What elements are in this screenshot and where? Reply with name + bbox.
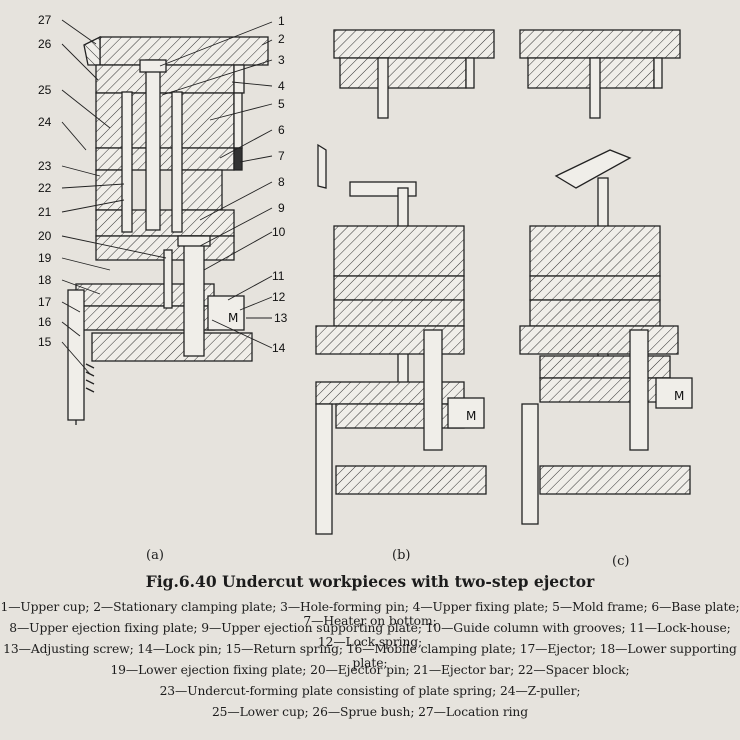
- figure-caption: Fig.6.40 Undercut workpieces with two-st…: [145, 572, 595, 591]
- callout-8: 8: [278, 175, 285, 189]
- svg-text:M: M: [674, 389, 684, 403]
- svg-text:M: M: [466, 409, 476, 423]
- upper-cup-c: [554, 149, 632, 189]
- callout-10: 10: [272, 225, 286, 239]
- callout-24: 24: [38, 115, 52, 129]
- callout-4: 4: [278, 79, 285, 93]
- hole-forming-pin: [145, 59, 161, 231]
- callout-25: 25: [38, 83, 52, 97]
- ejector-pin: [163, 249, 173, 309]
- callout-15: 15: [38, 335, 52, 349]
- callout-3: 3: [278, 53, 285, 67]
- callout-18: 18: [38, 273, 52, 287]
- subfigure-b: M: [315, 29, 495, 535]
- stationary-clamping-plate: [99, 36, 269, 66]
- mold-frame: [95, 92, 235, 149]
- callout-14: 14: [272, 341, 286, 355]
- subfigure-label-b: (b): [392, 548, 411, 563]
- callout-21: 21: [38, 205, 52, 219]
- callout-22: 22: [38, 181, 52, 195]
- callout-6: 6: [278, 123, 285, 137]
- legend-line-3: 13—Adjusting screw; 14—Lock pin; 15—Retu…: [3, 642, 737, 670]
- guide-column: [183, 235, 205, 357]
- callout-23: 23: [38, 159, 52, 173]
- callout-1: 1: [278, 14, 285, 28]
- legend-line-5: 23—Undercut-forming plate consisting of …: [159, 684, 581, 698]
- callout-26: 26: [38, 37, 52, 51]
- callout-2: 2: [278, 32, 285, 46]
- callout-13: 13: [274, 311, 288, 325]
- callout-19: 19: [38, 251, 52, 265]
- legend-line-2: 8—Upper ejection fixing plate; 9—Upper e…: [9, 621, 731, 649]
- mobile-clamping-plate: [91, 332, 253, 362]
- callout-5: 5: [278, 97, 285, 111]
- legend-line-4: 19—Lower ejection fixing plate; 20—Eject…: [110, 663, 630, 677]
- spacer-block-left: [95, 169, 125, 211]
- subfigure-label-c: (c): [612, 554, 630, 569]
- svg-text:M: M: [228, 311, 238, 325]
- legend-line-1: 1—Upper cup; 2—Stationary clamping plate…: [0, 600, 740, 628]
- callout-11: 11: [272, 269, 285, 283]
- callout-17: 17: [38, 295, 52, 309]
- callout-27: 27: [38, 13, 52, 27]
- subfigure-a: M: [67, 35, 269, 425]
- callouts-a: 1 2 3 4 5 6 7 8 9 10 11 12 13 14 15 16 1…: [38, 13, 288, 375]
- callout-20: 20: [38, 229, 52, 243]
- legend-line-6: 25—Lower cup; 26—Sprue bush; 27—Location…: [211, 705, 529, 719]
- upper-ejection-fixing-plate: [95, 209, 235, 237]
- ejector-bar: [121, 91, 133, 233]
- callout-12: 12: [272, 290, 286, 304]
- subfigure-label-a: (a): [146, 548, 164, 563]
- callout-7: 7: [278, 149, 285, 163]
- subfigure-c: M: [519, 29, 693, 525]
- base-plate: [95, 147, 235, 171]
- callout-16: 16: [38, 315, 52, 329]
- callout-9: 9: [278, 201, 285, 215]
- lock-house: [207, 295, 245, 331]
